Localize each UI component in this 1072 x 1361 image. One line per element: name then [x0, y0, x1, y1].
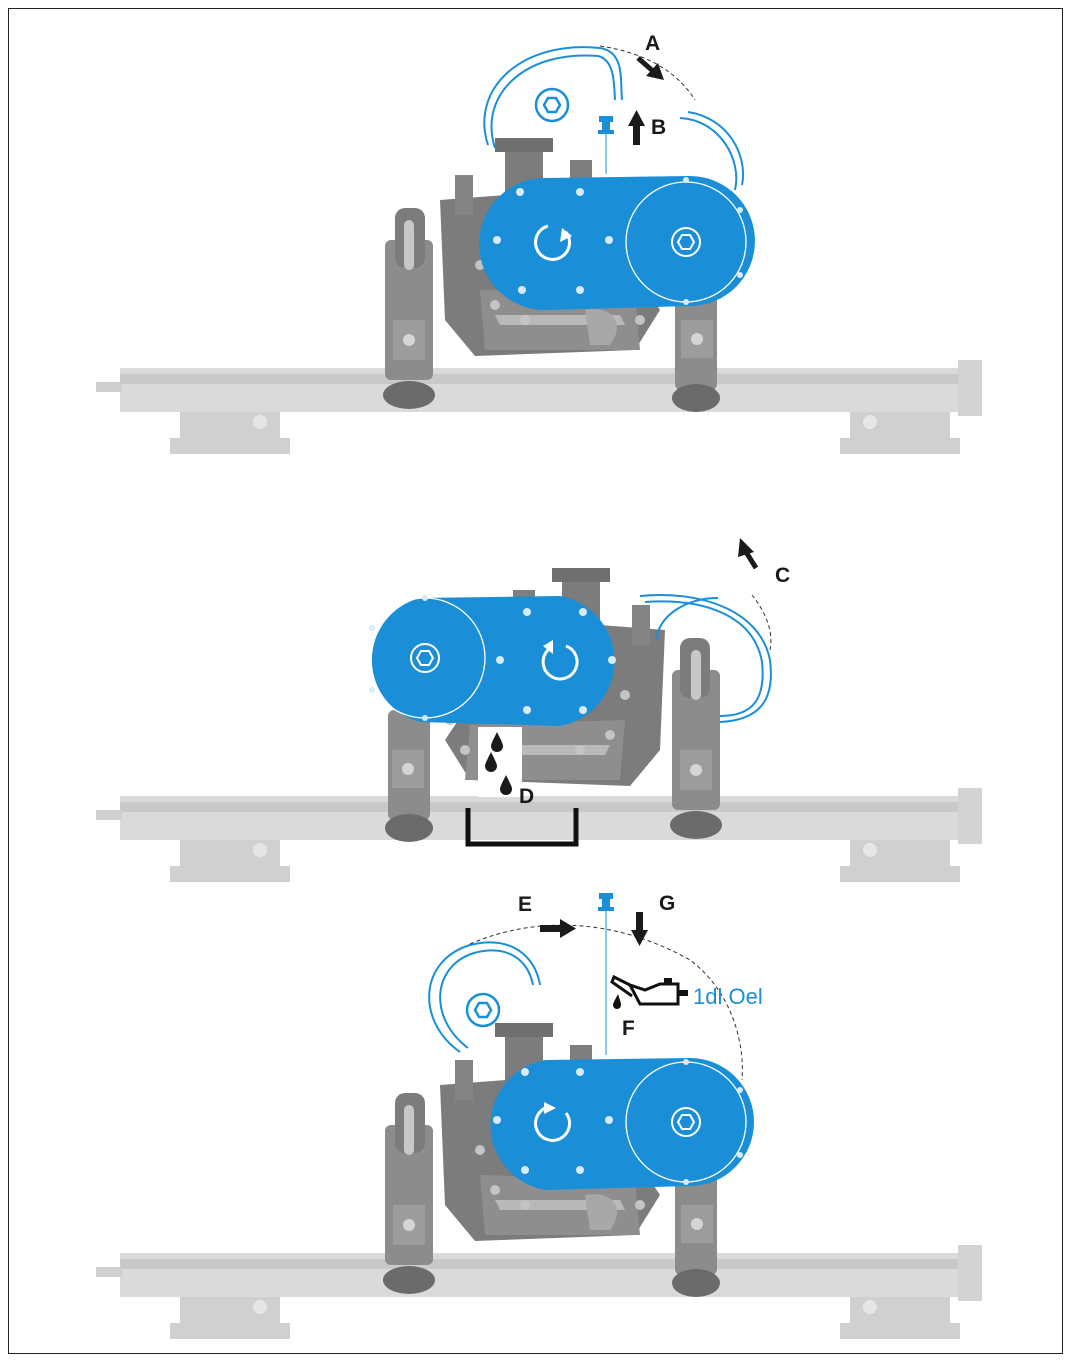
arrow-b	[628, 110, 645, 145]
panel-2	[96, 538, 982, 882]
removed-cover-outline	[428, 941, 541, 1053]
label-a: A	[645, 32, 661, 55]
oil-dipstick-icon	[598, 893, 614, 951]
oil-dipstick-icon	[598, 116, 614, 174]
label-e: E	[518, 893, 533, 916]
rotation-arrow-icon	[534, 1102, 571, 1142]
oil-drops-icon	[485, 732, 512, 795]
label-g: G	[659, 892, 676, 915]
arrow-a	[636, 56, 664, 80]
panel-1	[96, 45, 982, 454]
rotation-arrow-icon	[534, 224, 572, 261]
panel-3	[96, 893, 982, 1339]
removed-cover-outline	[483, 46, 744, 191]
drip-tray-icon	[465, 808, 579, 847]
hex-nut-icon	[465, 992, 501, 1028]
label-d: D	[519, 785, 535, 808]
belt-cover	[479, 176, 755, 310]
removed-cover-outline	[639, 594, 772, 723]
label-b: B	[651, 116, 667, 139]
oil-can-icon	[610, 974, 688, 1009]
oil-amount-label: 1dl Oel	[693, 984, 763, 1009]
hex-nut-icon	[534, 87, 570, 123]
arrow-c	[738, 538, 759, 570]
belt-cover	[364, 595, 616, 726]
figure-frame	[8, 8, 1063, 1354]
label-c: C	[775, 564, 791, 587]
belt-cover	[490, 1058, 754, 1190]
rotation-arrow-icon	[541, 640, 579, 681]
rail-assembly	[96, 360, 982, 454]
arrow-g	[631, 912, 648, 946]
arrow-e	[540, 919, 576, 938]
rail-assembly	[96, 1245, 982, 1339]
rail-assembly	[96, 788, 982, 882]
label-f: F	[622, 1017, 635, 1040]
